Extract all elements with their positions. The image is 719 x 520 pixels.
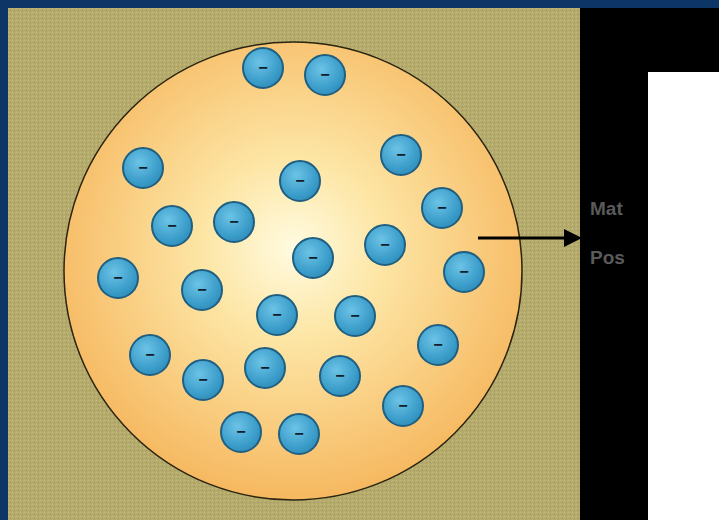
charge-sign: −: [294, 426, 303, 442]
electron-circle: −: [220, 411, 262, 453]
electron-circle: −: [443, 251, 485, 293]
charge-sign: −: [167, 218, 176, 234]
charge-sign: −: [113, 270, 122, 286]
electron-circle: −: [122, 147, 164, 189]
electron-circle: −: [292, 237, 334, 279]
electron-circle: −: [278, 413, 320, 455]
charge-sign: −: [145, 347, 154, 363]
charge-sign: −: [308, 250, 317, 266]
electron-circle: −: [242, 47, 284, 89]
electron-circle: −: [364, 224, 406, 266]
frame-left: [0, 0, 8, 520]
white-panel: [648, 72, 719, 520]
charge-sign: −: [398, 398, 407, 414]
charge-sign: −: [258, 60, 267, 76]
electron-circle: −: [244, 347, 286, 389]
charge-sign: −: [320, 67, 329, 83]
charge-sign: −: [437, 200, 446, 216]
label-text: Mat: [590, 199, 623, 220]
textured-panel: [8, 8, 580, 520]
electron-circle: −: [421, 187, 463, 229]
charge-sign: −: [198, 372, 207, 388]
charge-sign: −: [350, 308, 359, 324]
electron-circle: −: [334, 295, 376, 337]
charge-sign: −: [459, 264, 468, 280]
electron-circle: −: [279, 160, 321, 202]
label-text: Pos: [590, 248, 625, 269]
charge-sign: −: [197, 282, 206, 298]
charge-sign: −: [138, 160, 147, 176]
electron-circle: −: [129, 334, 171, 376]
charge-sign: −: [236, 424, 245, 440]
electron-circle: −: [382, 385, 424, 427]
charge-sign: −: [380, 237, 389, 253]
charge-sign: −: [272, 307, 281, 323]
electron-circle: −: [181, 269, 223, 311]
pointer-line: [478, 237, 572, 240]
pointer-arrowhead: [564, 229, 582, 247]
electron-circle: −: [256, 294, 298, 336]
charge-sign: −: [260, 360, 269, 376]
electron-circle: −: [151, 205, 193, 247]
electron-circle: −: [417, 324, 459, 366]
electron-circle: −: [182, 359, 224, 401]
charge-sign: −: [433, 337, 442, 353]
charge-sign: −: [229, 214, 238, 230]
electron-circle: −: [213, 201, 255, 243]
charge-sign: −: [335, 368, 344, 384]
electron-circle: −: [304, 54, 346, 96]
charge-sign: −: [396, 147, 405, 163]
electron-circle: −: [97, 257, 139, 299]
electron-circle: −: [319, 355, 361, 397]
electron-circle: −: [380, 134, 422, 176]
charge-sign: −: [295, 173, 304, 189]
frame-top: [0, 0, 719, 8]
positive-matter-sphere: [64, 42, 522, 500]
